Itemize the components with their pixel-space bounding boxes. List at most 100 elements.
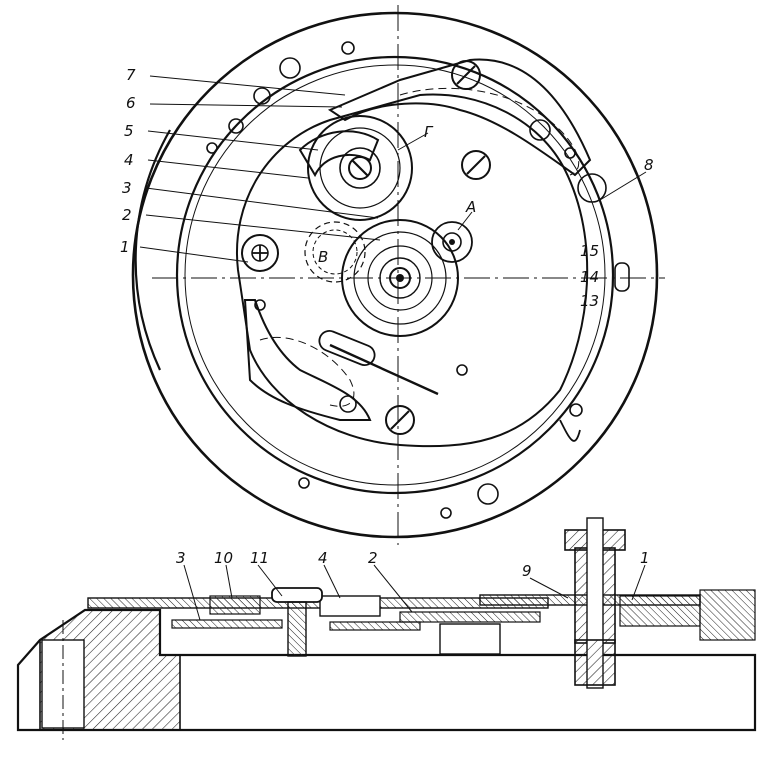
screw-bottom-slot xyxy=(390,410,410,430)
hole-3 xyxy=(279,57,301,79)
wheel-a xyxy=(431,221,473,263)
label-5: 5 xyxy=(124,122,134,140)
cam-4 xyxy=(298,130,380,178)
hole-6 xyxy=(564,147,576,159)
section-screw-body xyxy=(439,623,501,655)
section-screw-11-head xyxy=(271,587,323,603)
eccentric-1 xyxy=(241,234,279,272)
upper-bridge xyxy=(327,58,592,177)
label-2: 2 xyxy=(122,206,132,224)
section-label-11: 11 xyxy=(250,549,269,567)
plan-leaders xyxy=(139,75,647,263)
wheel-g xyxy=(307,115,413,221)
slot xyxy=(318,329,376,367)
wheel-b-hidden xyxy=(304,221,366,283)
lever-hidden-contour xyxy=(259,336,355,407)
inner-ring-edge xyxy=(184,64,606,486)
sleader-3 xyxy=(183,564,201,621)
label-1: 1 xyxy=(120,238,130,256)
screw-bottom xyxy=(385,405,415,435)
section-label-10: 10 xyxy=(214,549,233,567)
leader-6 xyxy=(149,103,343,108)
wheel-b-inner-hidden xyxy=(312,229,358,275)
hole-15 xyxy=(569,403,583,417)
leader-a xyxy=(457,211,473,231)
plan-view: 7 6 5 4 3 2 1 Г А В 8 15 14 13 xyxy=(120,5,665,545)
main-plate xyxy=(236,93,589,448)
section-arbor-foot xyxy=(574,639,616,686)
bridge-hidden-contour xyxy=(399,87,580,176)
leader-8 xyxy=(599,171,647,201)
label-4: 4 xyxy=(124,151,134,169)
screw-right-slot xyxy=(466,155,486,175)
inner-ring xyxy=(175,55,615,495)
hole-2 xyxy=(253,87,271,105)
plan-holes xyxy=(206,41,607,519)
leader-5 xyxy=(147,130,319,151)
label-7: 7 xyxy=(126,66,136,84)
label-15: 15 xyxy=(580,242,599,260)
right-notch xyxy=(614,262,630,292)
screw-right xyxy=(461,150,491,180)
outer-ring xyxy=(131,11,659,539)
label-6: 6 xyxy=(126,94,136,112)
leader-g xyxy=(397,132,429,151)
leader-1 xyxy=(139,246,249,263)
leader-3 xyxy=(145,187,379,219)
sleader-9 xyxy=(529,577,569,599)
wheel-g-hub xyxy=(339,147,381,189)
section-label-9: 9 xyxy=(522,562,532,580)
screw-top xyxy=(451,60,481,90)
hole-10 xyxy=(477,483,499,505)
hole-14 xyxy=(577,173,607,203)
leader-7 xyxy=(149,75,346,96)
leader-2 xyxy=(145,214,381,241)
hole-9 xyxy=(339,395,357,413)
wheel-a-pivot xyxy=(449,239,455,245)
section-view: 3 10 11 4 2 9 1 xyxy=(16,517,757,740)
sleader-2 xyxy=(373,564,413,613)
right-detent xyxy=(559,419,581,442)
hole-5 xyxy=(529,119,551,141)
section-label-2: 2 xyxy=(368,549,378,567)
leader-4 xyxy=(147,159,309,179)
label-8: 8 xyxy=(644,156,654,174)
section-wheel-10 xyxy=(209,595,261,615)
section-label-4: 4 xyxy=(318,549,328,567)
section-wheel-4 xyxy=(319,595,381,617)
section-label-1: 1 xyxy=(640,549,650,567)
section-right-block xyxy=(699,589,756,641)
section-wheel-4-lower xyxy=(329,621,421,631)
label-3: 3 xyxy=(122,179,132,197)
section-label-3: 3 xyxy=(176,549,186,567)
hole-12 xyxy=(298,477,310,489)
label-13: 13 xyxy=(580,292,599,310)
screw-top-slot xyxy=(456,65,476,85)
section-wheel-2 xyxy=(399,611,541,623)
spring-wire xyxy=(329,343,439,396)
hole-4 xyxy=(206,142,218,154)
wheel-g-screw-slot xyxy=(351,159,369,177)
section-leaders xyxy=(183,564,646,621)
hole-13 xyxy=(228,118,244,134)
section-wheel-3 xyxy=(171,619,283,629)
sleader-10 xyxy=(225,564,233,599)
section-wheel-1 xyxy=(619,595,701,627)
wheel-a-hub xyxy=(442,232,462,252)
label-14: 14 xyxy=(580,268,599,286)
hole-11 xyxy=(440,507,452,519)
label-a: А xyxy=(465,198,476,216)
hole-7 xyxy=(254,299,266,311)
label-b: В xyxy=(318,248,328,266)
left-ring-flange xyxy=(134,129,171,371)
plan-screws xyxy=(385,60,491,435)
sleader-1 xyxy=(631,564,646,601)
label-g: Г xyxy=(424,123,434,141)
hole-1 xyxy=(341,41,355,55)
hole-8 xyxy=(456,364,468,376)
section-screw-11-shank xyxy=(287,601,307,657)
sleader-4 xyxy=(323,564,341,599)
sleader-11 xyxy=(257,564,283,597)
